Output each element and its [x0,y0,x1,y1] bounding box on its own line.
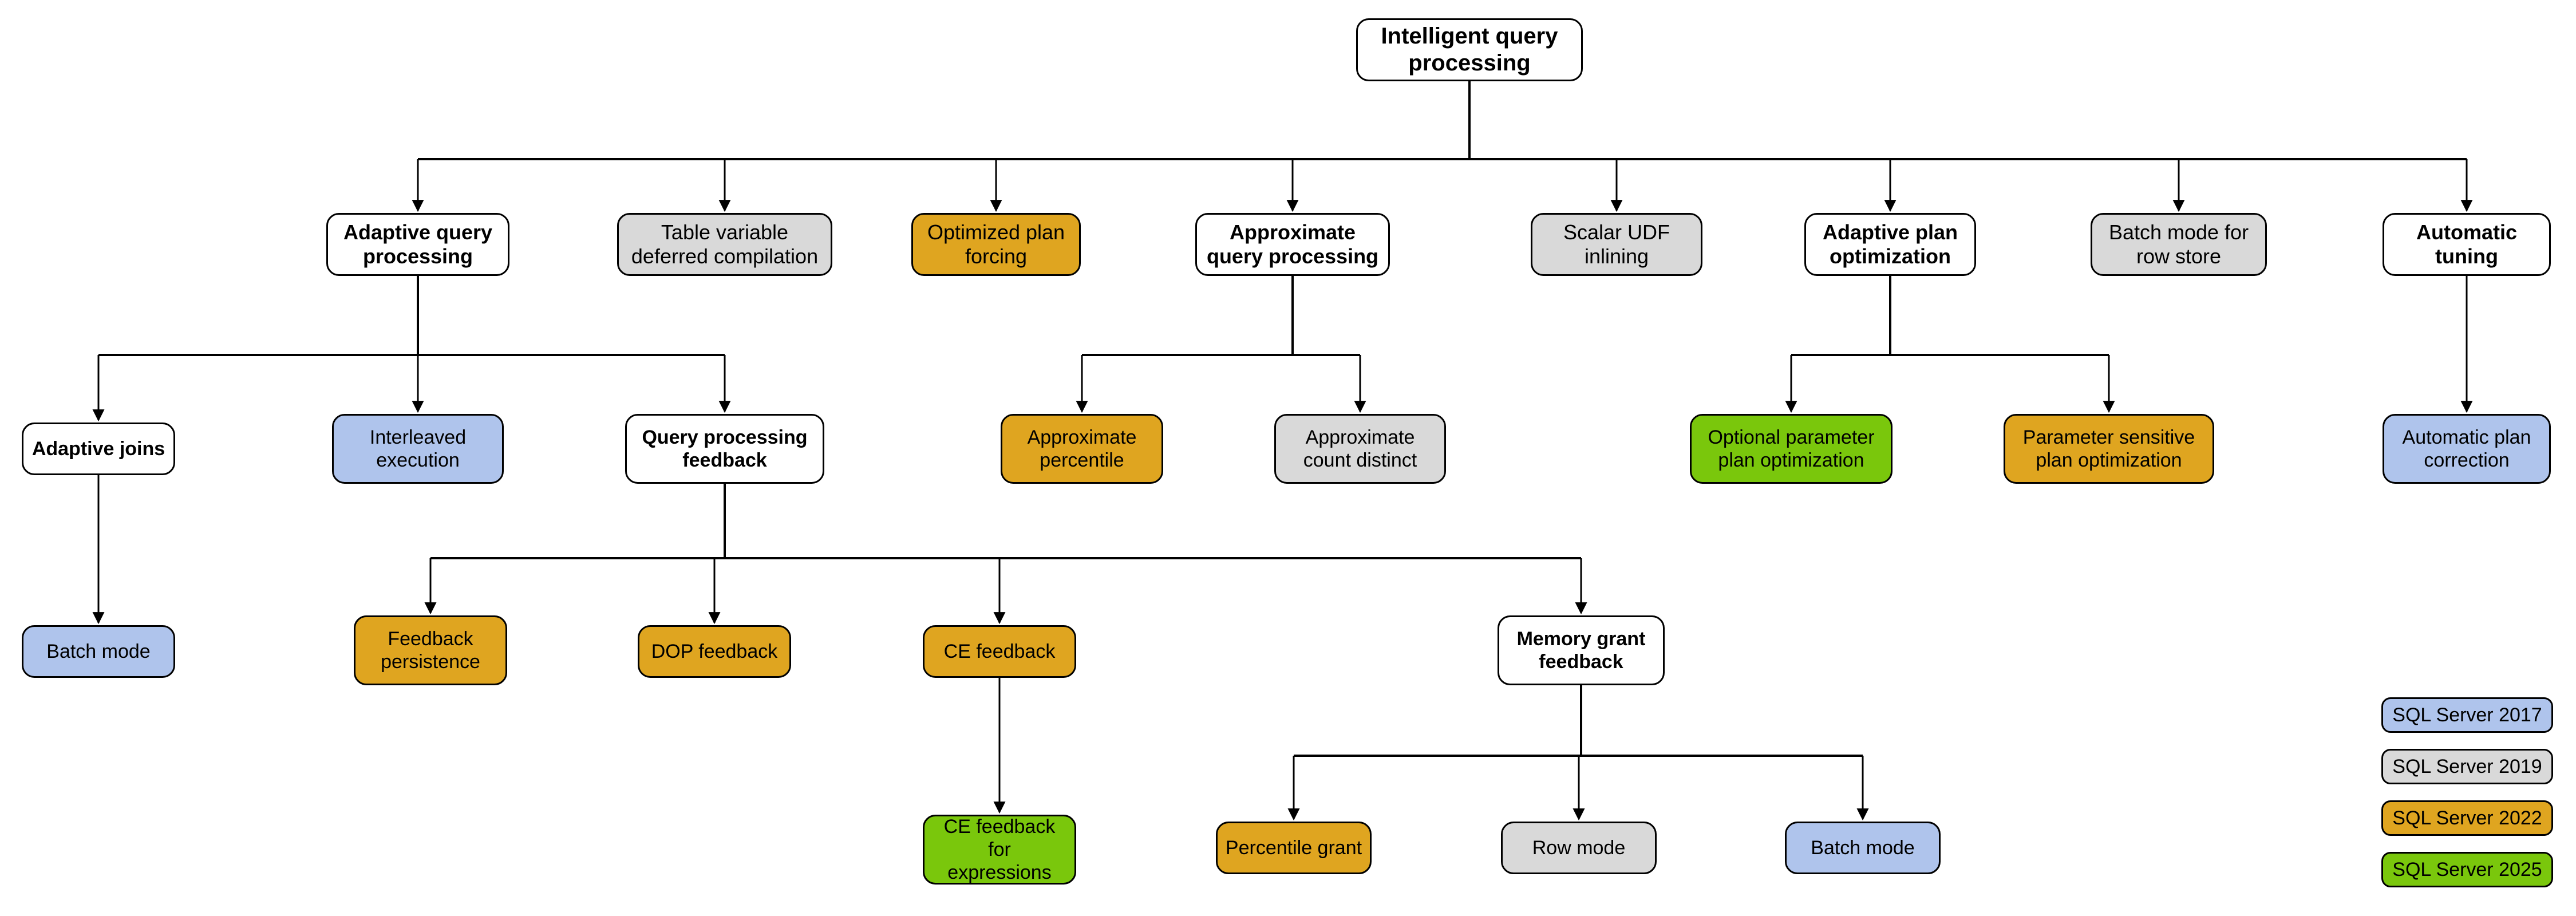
node-iqp[interactable]: Intelligent query processing [1356,18,1583,81]
node-aqproc[interactable]: Approximate query processing [1195,213,1390,276]
node-label: Scalar UDF inlining [1563,220,1670,268]
node-label: Adaptive plan optimization [1822,220,1958,268]
node-label: Optimized plan forcing [927,220,1065,268]
node-apc[interactable]: Automatic plan correction [2383,414,2551,484]
node-label: Intelligent query processing [1381,23,1558,76]
node-aqp[interactable]: Adaptive query processing [326,213,509,276]
legend-label: SQL Server 2025 [2392,858,2542,881]
node-adaptivejoins[interactable]: Adaptive joins [22,423,175,475]
node-rowmode[interactable]: Row mode [1501,822,1657,874]
node-label: DOP feedback [651,640,778,662]
node-label: Approximate percentile [1027,426,1137,471]
node-dopfb[interactable]: DOP feedback [638,625,791,678]
node-label: CE feedback for expressions [943,815,1056,884]
legend-label: SQL Server 2022 [2392,807,2542,829]
legend-label: SQL Server 2019 [2392,755,2542,777]
node-opf[interactable]: Optimized plan forcing [911,213,1081,276]
node-qpf[interactable]: Query processing feedback [625,414,824,484]
node-oppo[interactable]: Optional parameter plan optimization [1690,414,1893,484]
node-label: Interleaved execution [369,426,467,471]
node-label: Batch mode [1811,836,1915,859]
node-label: Row mode [1532,836,1626,859]
node-label: Table variable deferred compilation [631,220,819,268]
node-label: Automatic plan correction [2402,426,2531,471]
node-label: Feedback persistence [381,627,480,673]
node-cefbexpr[interactable]: CE feedback for expressions [923,815,1076,885]
node-approxcd[interactable]: Approximate count distinct [1274,414,1446,484]
node-batchmode2[interactable]: Batch mode [1785,822,1941,874]
node-label: Adaptive joins [31,437,165,460]
node-fbpersist[interactable]: Feedback persistence [354,615,507,685]
node-pspo[interactable]: Parameter sensitive plan optimization [2004,414,2214,484]
node-sudf[interactable]: Scalar UDF inlining [1531,213,1702,276]
legend-item-sql-server-2019: SQL Server 2019 [2381,749,2553,784]
node-label: Memory grant feedback [1516,627,1646,673]
node-mgf[interactable]: Memory grant feedback [1498,615,1665,685]
node-batchmode1[interactable]: Batch mode [22,625,175,678]
node-interleaved[interactable]: Interleaved execution [332,414,504,484]
node-approxpct[interactable]: Approximate percentile [1001,414,1163,484]
node-autotune[interactable]: Automatic tuning [2383,213,2551,276]
node-tvdc[interactable]: Table variable deferred compilation [617,213,832,276]
node-bmrs[interactable]: Batch mode for row store [2091,213,2267,276]
node-label: Automatic tuning [2416,220,2517,268]
legend-item-sql-server-2017: SQL Server 2017 [2381,697,2553,733]
node-label: Percentile grant [1225,836,1362,859]
node-label: Adaptive query processing [343,220,493,268]
node-label: CE feedback [943,640,1056,662]
legend-label: SQL Server 2017 [2392,704,2542,726]
node-label: Parameter sensitive plan optimization [2022,426,2195,471]
node-cefb[interactable]: CE feedback [923,625,1076,678]
node-apo[interactable]: Adaptive plan optimization [1804,213,1976,276]
node-label: Query processing feedback [642,426,808,471]
legend-item-sql-server-2025: SQL Server 2025 [2381,852,2553,887]
node-label: Batch mode for row store [2108,220,2249,268]
node-pctgrant[interactable]: Percentile grant [1216,822,1372,874]
legend-item-sql-server-2022: SQL Server 2022 [2381,800,2553,836]
node-label: Optional parameter plan optimization [1708,426,1875,471]
node-label: Batch mode [46,640,151,662]
node-label: Approximate count distinct [1303,426,1417,471]
node-label: Approximate query processing [1206,220,1379,268]
